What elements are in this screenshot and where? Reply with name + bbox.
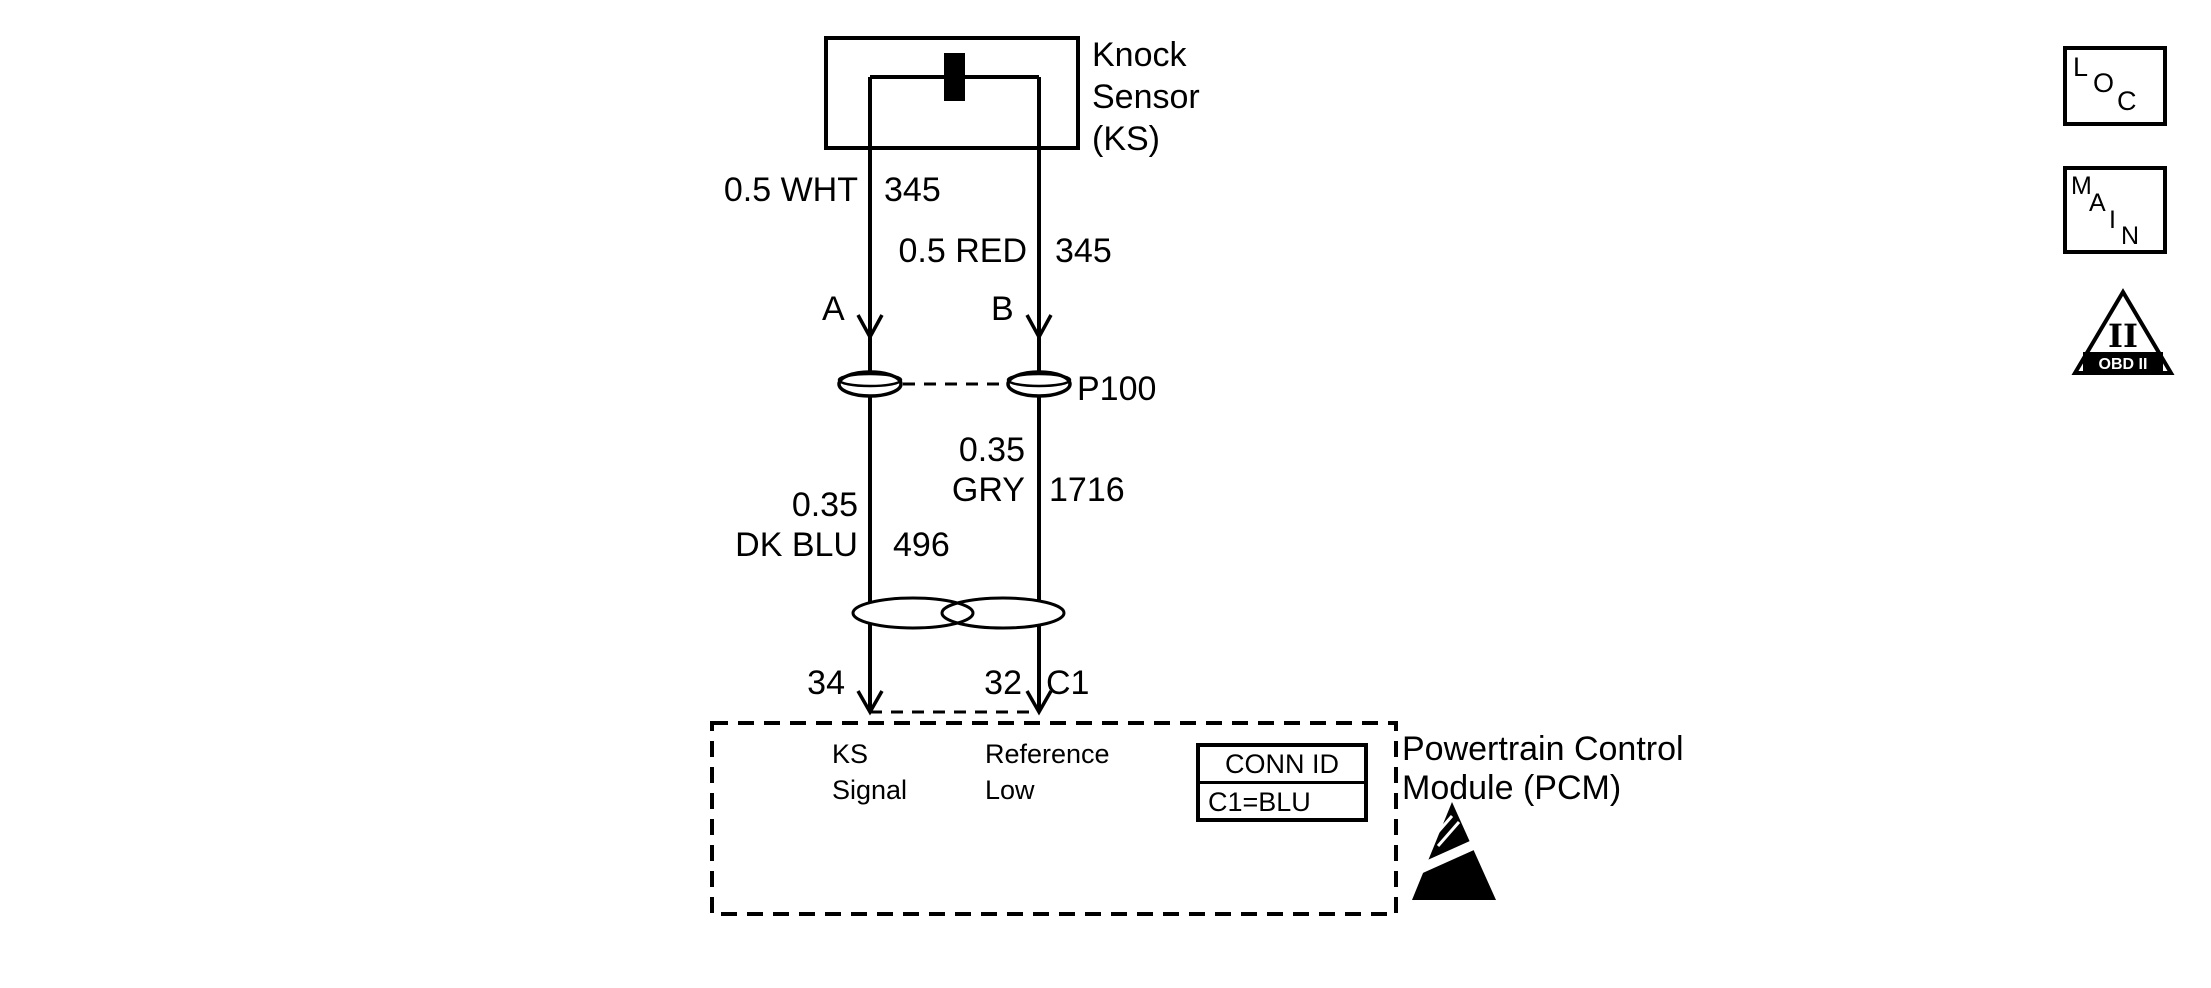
wire-gry-circuit: 1716 <box>1049 471 1125 509</box>
esd-warning-icon <box>1401 802 1505 900</box>
knock-sensor-box <box>824 36 1080 150</box>
esd-finger-1 <box>1422 809 1446 835</box>
conn-id-header: CONN ID <box>1200 747 1364 784</box>
arrow-terminal-b-icon <box>1025 314 1053 341</box>
terminal-b-label: B <box>991 290 1014 328</box>
loc-letter-o: O <box>2093 68 2115 98</box>
pcm-connector-c1-label: C1 <box>1046 664 1090 702</box>
pcm-pin-32-label: 32 <box>984 664 1022 702</box>
main-letter-n: N <box>2121 222 2140 250</box>
loc-letter-c: C <box>2117 86 2137 116</box>
knock-sensor-label: Knock Sensor (KS) <box>1092 34 1200 160</box>
knock-sensor-label-line1: Knock <box>1092 36 1187 74</box>
obd2-band <box>2083 352 2163 373</box>
wire-wht-label: 0.5 WHT <box>723 171 858 209</box>
obd2-numeral: II <box>2108 317 2138 355</box>
twist-mask-left <box>853 598 973 628</box>
pin34-function-line1: KS <box>832 739 869 769</box>
main-letter-m: M <box>2071 172 2092 200</box>
wire-dkblu-circuit: 496 <box>893 526 950 564</box>
wire-gry-gauge: 0.35 <box>958 431 1025 469</box>
pcm-pin-34-label: 34 <box>807 664 845 702</box>
terminal-arrows <box>856 314 1053 341</box>
knock-sensor-label-line2: Sensor <box>1092 78 1200 116</box>
twisted-pair-icon <box>851 596 1066 630</box>
main-legend-icon: M A I N <box>2063 166 2167 254</box>
esd-finger-3 <box>1436 821 1461 847</box>
pcm-label-line2: Module (PCM) <box>1402 769 1622 807</box>
arrow-terminal-a-icon <box>856 314 884 341</box>
conn-id-table: CONN ID C1=BLU <box>1196 743 1368 822</box>
pin34-function-label: KS Signal <box>832 736 907 808</box>
pin32-function-line2: Low <box>985 775 1035 805</box>
wire-dkblu-color: DK BLU <box>735 526 858 564</box>
knock-sensor-label-line3: (KS) <box>1092 120 1160 158</box>
pcm-pin-arrows <box>856 690 1053 716</box>
twist-loop-right <box>940 596 1066 630</box>
obd2-band-label: OBD II <box>2099 356 2148 373</box>
conn-id-value: C1=BLU <box>1208 787 1311 817</box>
pin32-function-line1: Reference <box>985 739 1110 769</box>
connector-p100-label: P100 <box>1077 370 1157 408</box>
esd-slash <box>1401 827 1505 881</box>
pin34-function-line2: Signal <box>832 775 908 805</box>
pcm-box <box>710 721 1398 916</box>
knock-sensor-symbol <box>824 36 1080 150</box>
twist-loop-left <box>851 596 975 630</box>
main-letter-i: I <box>2109 206 2116 234</box>
wire-wht-circuit: 345 <box>884 171 941 209</box>
obd2-icon: II OBD II <box>2071 288 2175 375</box>
main-letter-a: A <box>2089 189 2106 217</box>
connector-terminal-b-inner <box>1006 372 1072 388</box>
pin32-function-label: Reference Low <box>985 736 1110 808</box>
pcm-label-line1: Powertrain Control <box>1402 730 1684 768</box>
wire-red-label: 0.5 RED <box>898 232 1028 270</box>
terminal-a-label: A <box>822 290 845 328</box>
pcm-label: Powertrain Control Module (PCM) <box>1402 730 1684 808</box>
connector-terminal-a-inner <box>837 372 903 388</box>
loc-letter-l: L <box>2073 52 2089 82</box>
wire-gry-color: GRY <box>951 471 1025 509</box>
inline-connector-p100 <box>837 370 1072 398</box>
connector-terminal-a-icon <box>837 370 903 398</box>
twist-mask-right <box>942 598 1064 628</box>
wire-red-circuit: 345 <box>1055 232 1112 270</box>
sensor-element <box>944 53 965 101</box>
connector-terminal-b-icon <box>1006 370 1072 398</box>
loc-legend-icon: L O C <box>2063 46 2167 126</box>
wire-dkblu-gauge: 0.35 <box>791 486 858 524</box>
esd-finger-2 <box>1429 815 1454 841</box>
